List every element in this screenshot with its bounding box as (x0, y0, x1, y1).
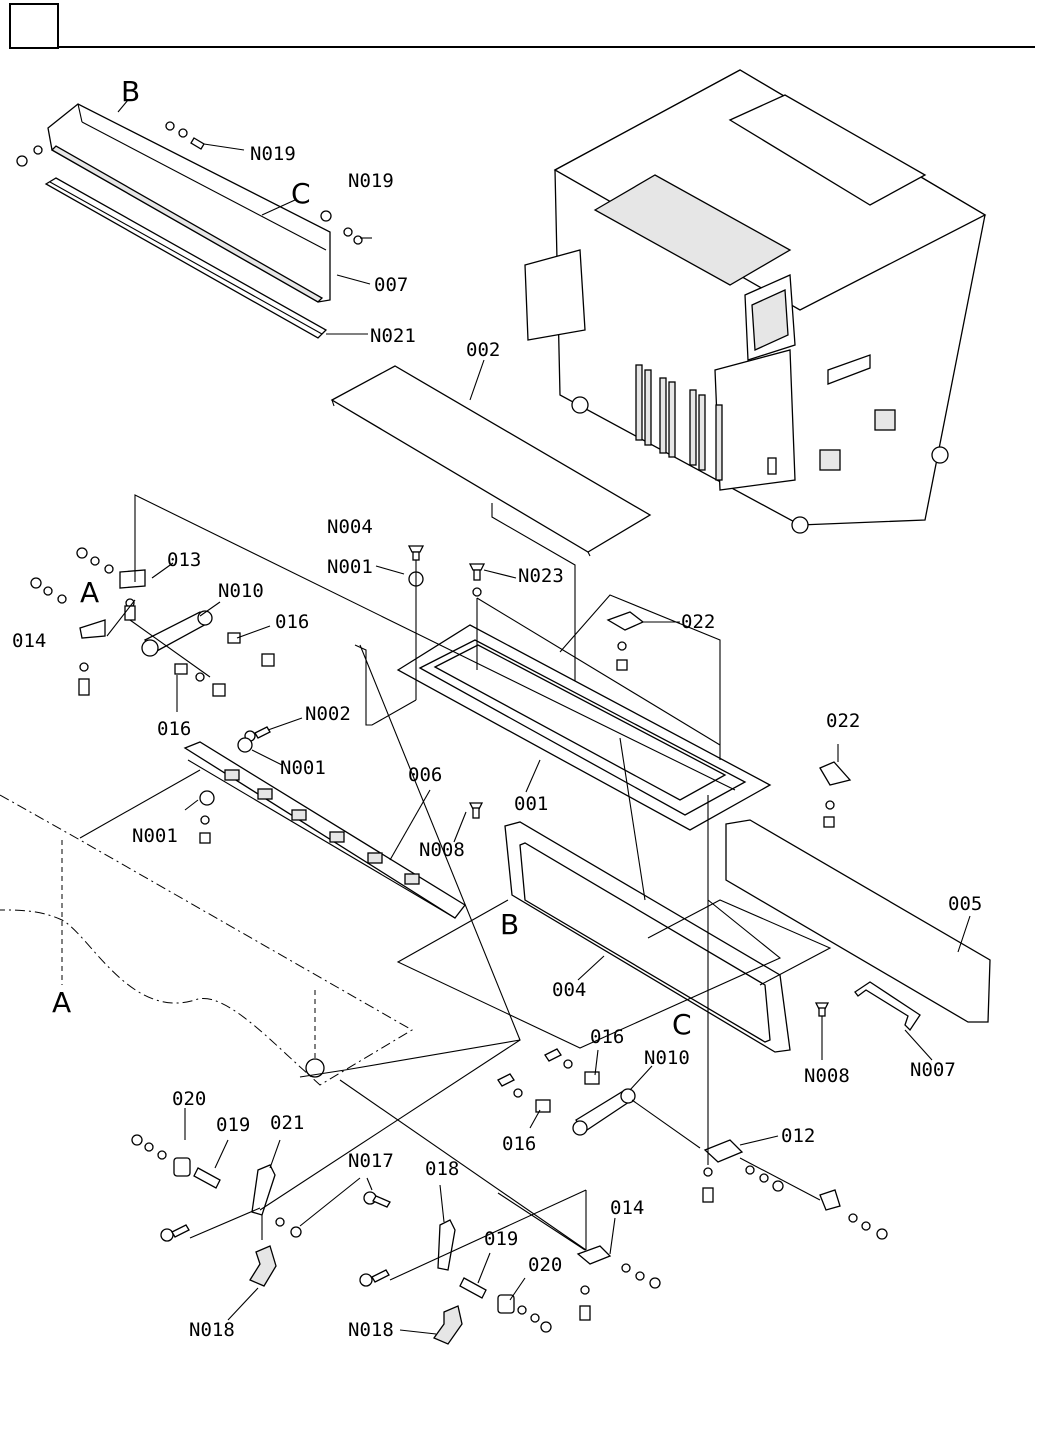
label-N018-b: N018 (348, 1319, 394, 1341)
label-022-a: 022 (681, 611, 715, 633)
label-002: 002 (466, 339, 500, 361)
label-019-a: 019 (216, 1114, 250, 1136)
label-A-left: A (80, 576, 99, 609)
label-N001-b: N001 (280, 757, 326, 779)
label-006: 006 (408, 764, 442, 786)
label-N023: N023 (518, 565, 564, 587)
label-C-mid: C (672, 1008, 692, 1041)
label-N008-b: N008 (804, 1065, 850, 1087)
label-016-d: 016 (502, 1133, 536, 1155)
label-013: 013 (167, 549, 201, 571)
label-A-bottom: A (52, 986, 71, 1019)
label-005: 005 (948, 893, 982, 915)
machine-overview (525, 70, 985, 533)
label-N018-a: N018 (189, 1319, 235, 1341)
label-N001-c: N001 (132, 825, 178, 847)
label-012: 012 (781, 1125, 815, 1147)
part-001-frame (398, 625, 770, 830)
hardware-left-upper (31, 548, 274, 696)
label-018: 018 (425, 1158, 459, 1180)
label-016-a: 016 (275, 611, 309, 633)
label-N010-a: N010 (218, 580, 264, 602)
label-N004: N004 (327, 516, 373, 538)
label-021: 021 (270, 1112, 304, 1134)
label-019-b: 019 (484, 1228, 518, 1250)
header-bar (10, 4, 1035, 48)
label-N007: N007 (910, 1059, 956, 1081)
label-014-b: 014 (610, 1197, 644, 1219)
header-index-box (10, 4, 58, 48)
label-020-a: 020 (172, 1088, 206, 1110)
label-B-top: B (121, 75, 140, 108)
label-016-c: 016 (590, 1026, 624, 1048)
label-001: 001 (514, 793, 548, 815)
label-020-b: 020 (528, 1254, 562, 1276)
label-N019-a: N019 (250, 143, 296, 165)
label-014-a: 014 (12, 630, 46, 652)
label-N021: N021 (370, 325, 416, 347)
label-N010-b: N010 (644, 1047, 690, 1069)
label-N002: N002 (305, 703, 351, 725)
label-N019-b: N019 (348, 170, 394, 192)
label-B-mid: B (500, 908, 519, 941)
label-016-b: 016 (157, 718, 191, 740)
lever-assembly-left (132, 1135, 301, 1286)
label-007: 007 (374, 274, 408, 296)
part-N007-handle (855, 982, 920, 1030)
label-C-top: C (291, 177, 311, 210)
label-004: 004 (552, 979, 586, 1001)
label-N008-a: N008 (419, 839, 465, 861)
label-022-b: 022 (826, 710, 860, 732)
label-N001-a: N001 (327, 556, 373, 578)
label-N017: N017 (348, 1150, 394, 1172)
